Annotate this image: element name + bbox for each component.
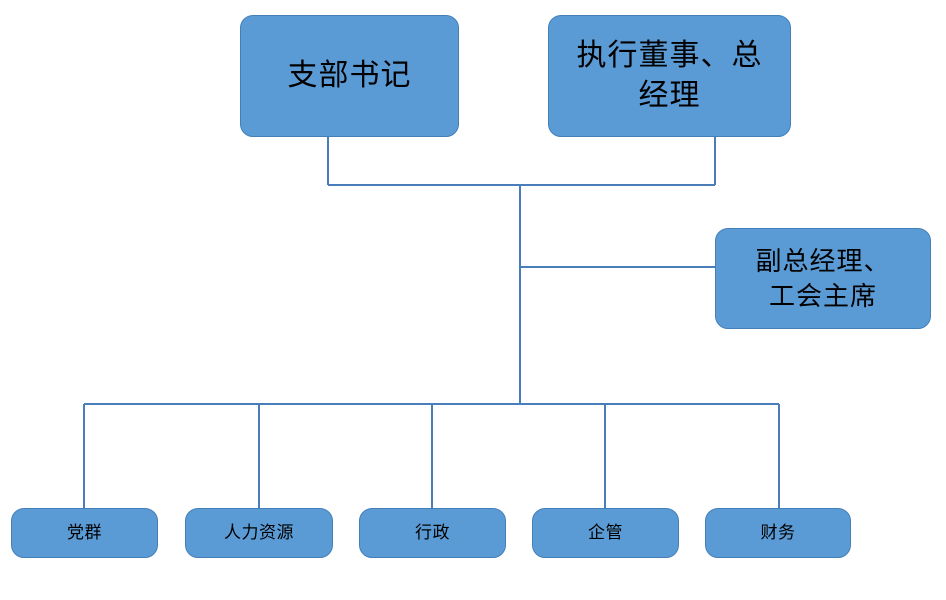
node-administration[interactable]: 行政: [359, 508, 506, 558]
node-label-executive-director-gm: 执行董事、总 经理: [576, 39, 763, 112]
node-label-party-secretary: 支部书记: [287, 59, 412, 93]
node-enterprise-management[interactable]: 企管: [532, 508, 679, 558]
node-label-deputy-gm-union-chair: 副总经理、 工会主席: [755, 246, 891, 311]
node-executive-director-gm[interactable]: 执行董事、总 经理: [548, 15, 791, 137]
node-label-party-mass-work: 党群: [67, 522, 102, 542]
node-label-finance: 财务: [760, 522, 796, 542]
node-deputy-gm-union-chair[interactable]: 副总经理、 工会主席: [715, 228, 931, 329]
node-party-secretary[interactable]: 支部书记: [240, 15, 459, 137]
node-human-resources[interactable]: 人力资源: [185, 508, 333, 558]
node-label-human-resources: 人力资源: [224, 522, 294, 542]
node-party-mass-work[interactable]: 党群: [11, 508, 158, 558]
node-finance[interactable]: 财务: [705, 508, 851, 558]
node-label-administration: 行政: [415, 522, 450, 542]
node-label-enterprise-management: 企管: [588, 522, 623, 542]
